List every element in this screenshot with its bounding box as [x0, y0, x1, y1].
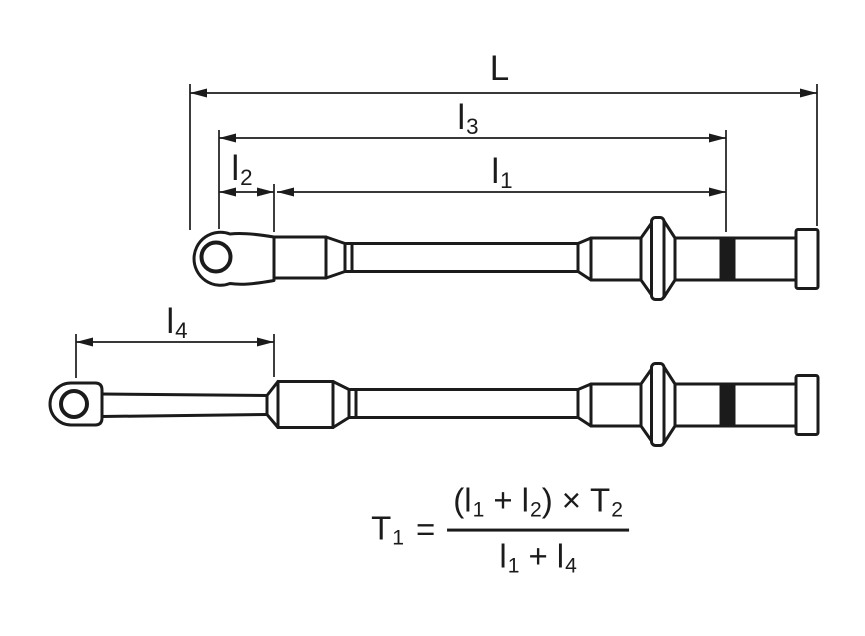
arrowhead-l4-left: [76, 337, 93, 347]
arrowhead-l2-right: [257, 187, 274, 197]
extension-bar-top-edge: [101, 392, 268, 397]
label-l4-sub: 4: [175, 317, 188, 343]
extension-bar-bottom-edge: [101, 413, 268, 418]
lower-wrench-end-cap: [794, 374, 820, 436]
label-l3-sub: 3: [466, 113, 479, 139]
lower-wrench-knob-band: [650, 362, 666, 447]
arrowhead-l1-left: [277, 187, 294, 197]
arrowhead-l2-left: [219, 187, 236, 197]
formula-denominator: l1+l4: [447, 528, 629, 579]
dimension-lines: [75, 84, 818, 378]
num-term1-sub: 1: [472, 498, 485, 522]
coupling-taper: [265, 380, 280, 429]
upper-wrench-eye-hole: [199, 240, 233, 274]
open-paren: (: [453, 481, 465, 519]
coupling-collar: [276, 380, 335, 429]
den-term2-sub: 4: [565, 554, 577, 578]
upper-wrench-neck-taper: [324, 235, 347, 280]
upper-wrench-body-taper: [576, 236, 593, 282]
upper-wrench-knob-band: [650, 216, 666, 301]
label-l1: l1: [491, 154, 512, 192]
lower-wrench-scale-band: [719, 382, 736, 428]
label-L-base: L: [489, 48, 510, 88]
lower-wrench-body-collar: [589, 382, 643, 428]
label-l2-sub: 2: [240, 164, 253, 190]
label-l1-base: l: [491, 151, 500, 191]
num-term1-base: l: [464, 481, 472, 519]
arrowhead-L-right: [800, 88, 817, 98]
num-term2-base: l: [521, 481, 529, 519]
upper-wrench-neck-collar: [272, 235, 328, 280]
arrowhead-l4-right: [257, 337, 274, 347]
arrowhead-l3-right: [709, 133, 726, 143]
label-l1-sub: 1: [500, 167, 513, 193]
num-term2-sub: 2: [529, 498, 542, 522]
num-times: ×: [561, 481, 582, 519]
lower-wrench-with-extension: [48, 362, 820, 447]
label-L: L: [490, 51, 510, 89]
label-l3: l3: [457, 100, 478, 138]
extension-ring-hole: [59, 389, 89, 419]
lower-wrench-knob-cone-right: [662, 365, 677, 445]
upper-wrench-scale-band: [719, 236, 736, 282]
num-term3-base: T: [590, 481, 611, 519]
arrowhead-l3-left: [219, 133, 236, 143]
arrowhead-L-left: [190, 88, 207, 98]
formula-lhs: T1: [371, 510, 404, 551]
lower-wrench-neck-taper: [331, 380, 351, 429]
arrowhead-l1-right: [709, 187, 726, 197]
den-term1-base: l: [499, 537, 507, 575]
formula-lhs-base: T: [371, 509, 392, 547]
formula-equals: =: [415, 511, 436, 549]
lower-wrench-shaft: [354, 388, 580, 419]
torque-formula: T1 = (l1+l2)×T2 l1+l4: [371, 482, 629, 579]
upper-wrench-end-cap: [794, 228, 820, 290]
formula-fraction: (l1+l2)×T2 l1+l4: [447, 482, 629, 579]
num-term3-sub: 2: [611, 498, 623, 522]
upper-wrench-shaft: [350, 242, 580, 273]
den-term1-sub: 1: [507, 554, 520, 578]
label-l4-base: l: [166, 301, 175, 341]
lower-wrench-body-taper: [576, 382, 593, 428]
label-l2-base: l: [231, 148, 240, 188]
num-plus: +: [493, 481, 513, 519]
formula-lhs-sub: 1: [392, 526, 404, 550]
den-plus: +: [528, 537, 548, 575]
upper-wrench-knob-cone-right: [662, 219, 677, 299]
upper-wrench-body-collar: [589, 236, 643, 282]
upper-wrench: [192, 216, 820, 301]
close-paren: ): [541, 481, 553, 519]
label-l3-base: l: [457, 97, 466, 137]
formula-numerator: (l1+l2)×T2: [447, 482, 629, 529]
label-l4: l4: [166, 304, 187, 342]
den-term2-base: l: [556, 537, 565, 575]
label-l2: l2: [231, 151, 252, 189]
dimension-arrowheads: [76, 88, 817, 347]
